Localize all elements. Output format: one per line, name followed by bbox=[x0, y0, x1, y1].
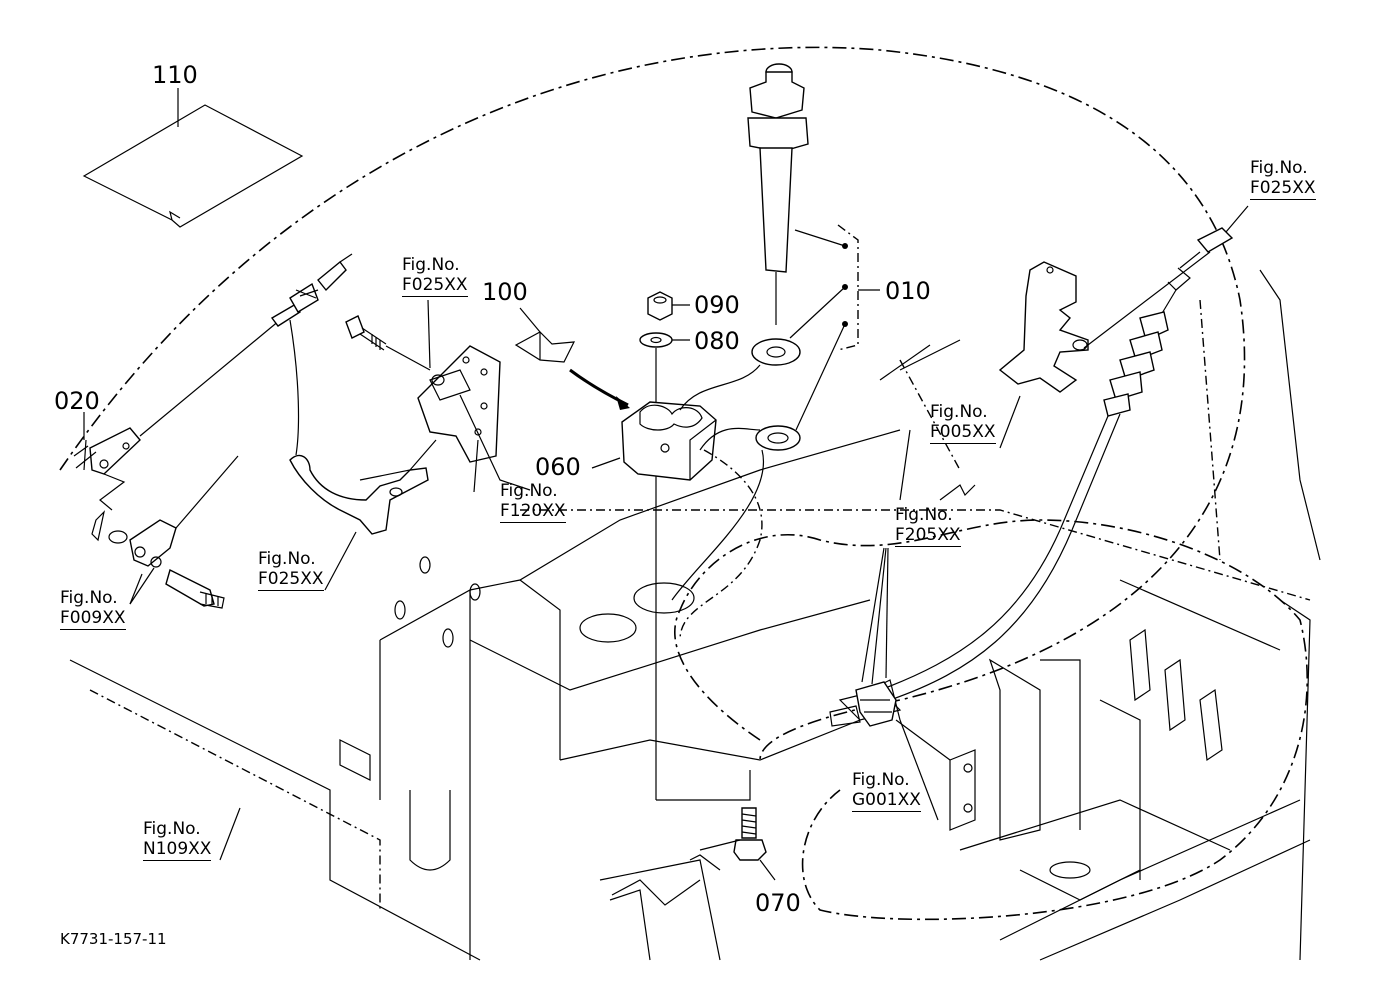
leader-lines bbox=[219, 205, 1249, 861]
chassis-frame bbox=[69, 269, 1321, 961]
part-070-label: 070 bbox=[755, 889, 801, 917]
figref-f120: Fig.No. F120XX bbox=[500, 483, 566, 523]
figref-code: F120XX bbox=[500, 501, 566, 523]
figref-heading: Fig.No. bbox=[852, 770, 910, 790]
figref-heading: Fig.No. bbox=[500, 481, 558, 501]
figref-f025-bracket: Fig.No. F025XX bbox=[402, 257, 468, 297]
figref-f009: Fig.No. F009XX bbox=[60, 590, 126, 630]
figref-f005: Fig.No. F005XX bbox=[930, 404, 996, 444]
figref-code: F005XX bbox=[930, 422, 996, 444]
document-reference-code: K7731-157-11 bbox=[60, 930, 167, 948]
nut-washer bbox=[639, 291, 751, 801]
part-010-label: 010 bbox=[885, 277, 931, 305]
figref-heading: Fig.No. bbox=[1250, 158, 1308, 178]
figref-heading: Fig.No. bbox=[895, 505, 953, 525]
flange-bolt bbox=[611, 807, 776, 906]
figref-f205: Fig.No. F205XX bbox=[895, 507, 961, 547]
cable-route-outline bbox=[59, 46, 1246, 761]
figref-code: F009XX bbox=[60, 608, 126, 630]
decal-sheet bbox=[82, 88, 304, 228]
clevis-cable-end bbox=[73, 253, 353, 609]
figref-code: F025XX bbox=[258, 569, 324, 591]
figref-heading: Fig.No. bbox=[930, 402, 988, 422]
figref-heading: Fig.No. bbox=[60, 588, 118, 608]
part-100-label: 100 bbox=[482, 278, 528, 306]
figref-code: F205XX bbox=[895, 525, 961, 547]
figref-g001: Fig.No. G001XX bbox=[852, 772, 921, 812]
figref-f025-pedal: Fig.No. F025XX bbox=[258, 551, 324, 591]
figref-code: G001XX bbox=[852, 790, 921, 812]
detail-boundary bbox=[674, 519, 1309, 921]
figref-heading: Fig.No. bbox=[258, 549, 316, 569]
figref-code: F025XX bbox=[402, 275, 468, 297]
clip-bracket bbox=[514, 307, 630, 410]
lever-bracket-cable bbox=[879, 227, 1234, 701]
part-090-label: 090 bbox=[694, 291, 740, 319]
detail-internals bbox=[838, 628, 1231, 901]
figref-f025-top-right: Fig.No. F025XX bbox=[1250, 160, 1316, 200]
figref-code: F025XX bbox=[1250, 178, 1316, 200]
figref-n109: Fig.No. N109XX bbox=[143, 819, 212, 861]
housing-block bbox=[621, 364, 765, 641]
figref-heading: Fig.No. bbox=[143, 819, 201, 839]
figref-code: N109XX bbox=[143, 839, 212, 861]
figref-heading: Fig.No. bbox=[402, 255, 460, 275]
part-110-label: 110 bbox=[152, 61, 198, 89]
part-020-label: 020 bbox=[54, 387, 100, 415]
cable-clamp bbox=[829, 547, 951, 761]
part-060-label: 060 bbox=[535, 453, 581, 481]
part-080-label: 080 bbox=[694, 327, 740, 355]
pedal-bracket bbox=[289, 299, 531, 535]
shaft-knob-assembly bbox=[747, 63, 880, 451]
